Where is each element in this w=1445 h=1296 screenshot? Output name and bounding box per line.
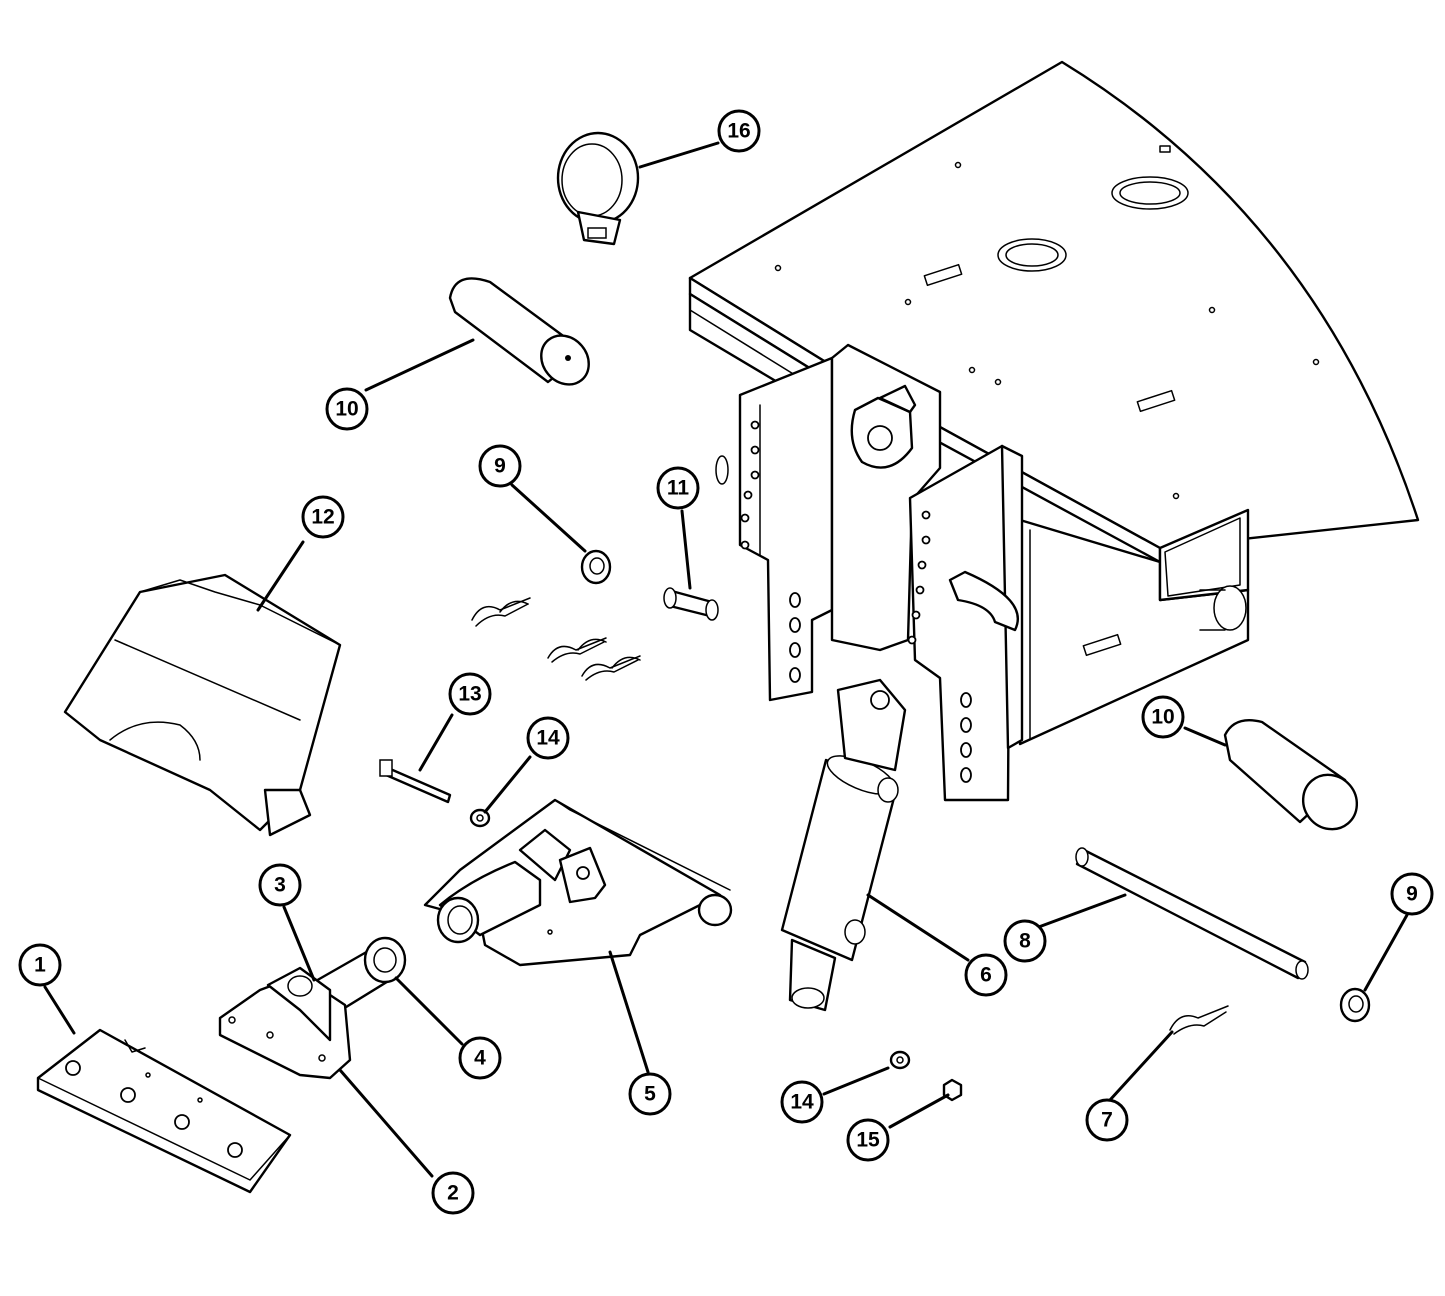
callout-14-bottom-label: 14 xyxy=(790,1091,814,1114)
pin-11 xyxy=(663,587,719,621)
callout-5-label: 5 xyxy=(644,1083,656,1106)
callout-2-label: 2 xyxy=(447,1182,459,1205)
callout-10-right-label: 10 xyxy=(1151,706,1174,729)
callout-12: 12 xyxy=(301,495,345,539)
callout-14-left-label: 14 xyxy=(536,727,560,750)
washer-9-right xyxy=(1339,987,1371,1023)
washer-14-left xyxy=(469,808,491,828)
bolt-13 xyxy=(379,759,452,804)
roller-right xyxy=(1223,718,1359,831)
work-light xyxy=(556,131,640,246)
callout-9-top-label: 9 xyxy=(494,455,506,478)
callout-12-label: 12 xyxy=(311,506,334,529)
plate-1 xyxy=(36,1028,292,1194)
callout-2: 2 xyxy=(431,1171,475,1215)
left-bracket-plate xyxy=(715,356,834,702)
hydraulic-cylinder xyxy=(780,678,907,1012)
callout-5: 5 xyxy=(628,1072,672,1116)
callout-16: 16 xyxy=(717,109,761,153)
callout-9-top: 9 xyxy=(478,444,522,488)
washer-9-top xyxy=(580,549,612,585)
callout-10-top: 10 xyxy=(325,387,369,431)
callout-13-label: 13 xyxy=(458,683,481,706)
callout-8-label: 8 xyxy=(1019,930,1031,953)
callout-11: 11 xyxy=(656,466,700,510)
leader-lines xyxy=(43,141,1409,1178)
callout-6-label: 6 xyxy=(980,964,992,987)
callout-6: 6 xyxy=(964,953,1008,997)
callout-13: 13 xyxy=(448,672,492,716)
callout-4: 4 xyxy=(458,1036,502,1080)
right-bracket-plate xyxy=(907,444,1024,802)
callout-1: 1 xyxy=(18,943,62,987)
callout-16-label: 16 xyxy=(727,120,750,143)
callout-9-right-label: 9 xyxy=(1406,883,1418,906)
callout-1-label: 1 xyxy=(34,954,46,977)
callout-3-label: 3 xyxy=(274,874,286,897)
mount-bracket-2 xyxy=(218,966,352,1080)
callout-3: 3 xyxy=(258,863,302,907)
callout-11-label: 11 xyxy=(667,477,690,500)
callout-8: 8 xyxy=(1003,919,1047,963)
callout-4-label: 4 xyxy=(474,1047,486,1070)
callout-7-label: 7 xyxy=(1101,1109,1113,1132)
callout-14-left: 14 xyxy=(526,716,570,760)
callout-10-top-label: 10 xyxy=(335,398,358,421)
cover-12 xyxy=(63,573,342,837)
hair-pin-7 xyxy=(1169,1005,1229,1035)
shaft-8 xyxy=(1075,847,1309,980)
roller-top xyxy=(448,277,590,386)
callout-15-label: 15 xyxy=(856,1129,880,1152)
callout-15: 15 xyxy=(846,1118,890,1162)
callout-14-bottom: 14 xyxy=(780,1080,824,1124)
callout-10-right: 10 xyxy=(1141,695,1185,739)
center-yoke-plate xyxy=(830,343,942,652)
callout-9-right: 9 xyxy=(1390,872,1434,916)
pivot-arm-5 xyxy=(423,798,733,967)
callout-7: 7 xyxy=(1085,1098,1129,1142)
hair-pin-clips xyxy=(471,597,641,681)
washer-14-bottom xyxy=(889,1050,911,1070)
